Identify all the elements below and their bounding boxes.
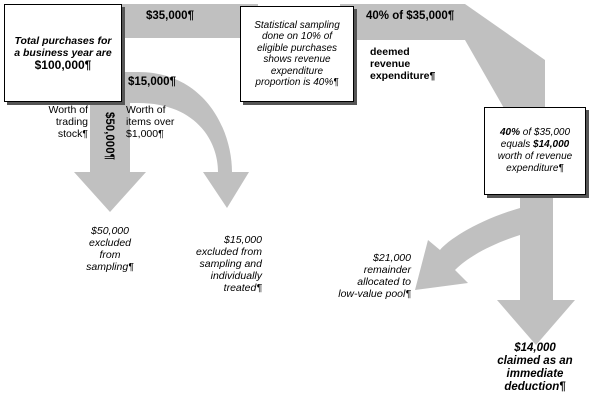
sampling-line: eligible purchases (256, 42, 338, 54)
items-result-line: sampling and (199, 258, 262, 270)
items-line: $1,000¶ (126, 128, 164, 140)
revenue-of-text: of $35,000 (519, 127, 571, 138)
trading-line: stock¶ (57, 128, 88, 140)
deemed-line: revenue (370, 58, 411, 70)
items-result: $15,000 excluded from sampling and indiv… (176, 234, 262, 294)
claimed-line: deduction¶ (504, 381, 566, 393)
arrow-40pct (340, 4, 545, 110)
deemed-revenue-text: deemed revenue expenditure¶ (370, 46, 435, 82)
items-result-line: individually (210, 270, 262, 282)
sampling-line: Statistical sampling (254, 19, 340, 31)
revenue-line-4: expenditure¶ (506, 163, 564, 174)
claimed-line: claimed as an (497, 355, 573, 367)
items-amount: $15,000¶ (128, 76, 176, 88)
items-line: Worth of (126, 104, 166, 116)
revenue-line-3: worth of revenue (497, 151, 573, 162)
items-result-line: $15,000 (224, 234, 262, 246)
arrow-35000 (100, 4, 258, 38)
remainder-line: allocated to (357, 276, 411, 288)
deemed-line: deemed (370, 46, 410, 58)
sampling-box: Statistical sampling done on 10% of elig… (240, 6, 354, 102)
remainder-line: $21,000 (373, 252, 411, 264)
deemed-line: expenditure¶ (370, 70, 436, 82)
total-line-2: a business year are (14, 47, 112, 59)
revenue-line-2: equals $14,000 (501, 139, 569, 151)
trading-stock-label: Worth of trading stock¶ (38, 104, 89, 140)
arrow-items (120, 72, 249, 208)
claimed-line: immediate (506, 368, 564, 380)
revenue-pct: 40% (499, 127, 520, 138)
sampling-line: proportion is 40%¶ (255, 77, 339, 88)
revenue-equals: equals (500, 139, 534, 150)
arrow-35000-label: $35,000¶ (146, 10, 194, 22)
items-line: items over (126, 116, 175, 128)
trading-result-line: excluded (88, 237, 132, 249)
arrow-remainder (415, 208, 520, 290)
revenue-box: 40% of $35,000 equals $14,000 worth of r… (484, 107, 586, 195)
items-result-line: treated¶ (223, 282, 262, 294)
arrow-trading-stock (74, 100, 146, 212)
remainder-line: low-value pool¶ (338, 288, 411, 300)
items-label: Worth of items over $1,000¶ (126, 104, 174, 140)
trading-result-line: sampling¶ (86, 261, 134, 273)
trading-result: $50,000 excluded from sampling¶ (60, 225, 160, 273)
total-line-1: Total purchases for (14, 35, 112, 47)
trading-amount: $50,000¶ (103, 112, 115, 160)
revenue-line-1: 40% of $35,000 (500, 127, 570, 139)
remainder-line: remainder (363, 264, 411, 276)
remainder-text: $21,000 remainder allocated to low-value… (325, 252, 411, 300)
sampling-line: shows revenue (263, 54, 331, 65)
trading-line: Worth of (48, 104, 89, 116)
items-result-line: excluded from (196, 246, 262, 258)
claimed-text: $14,000 claimed as an immediate deductio… (478, 342, 592, 394)
trading-result-line: from (99, 249, 121, 261)
total-purchases-box: Total purchases for a business year are … (4, 4, 122, 102)
arrow-claimed (497, 195, 575, 345)
sampling-line: done on 10% of (261, 31, 333, 42)
revenue-amount: $14,000 (533, 139, 570, 150)
trading-result-line: $50,000 (91, 225, 129, 237)
claimed-line: $14,000 (514, 342, 556, 354)
total-amount: $100,000¶ (34, 58, 92, 72)
sampling-line: expenditure (270, 65, 324, 77)
arrow-40pct-label: 40% of $35,000¶ (366, 10, 455, 22)
trading-line: trading (55, 116, 88, 128)
